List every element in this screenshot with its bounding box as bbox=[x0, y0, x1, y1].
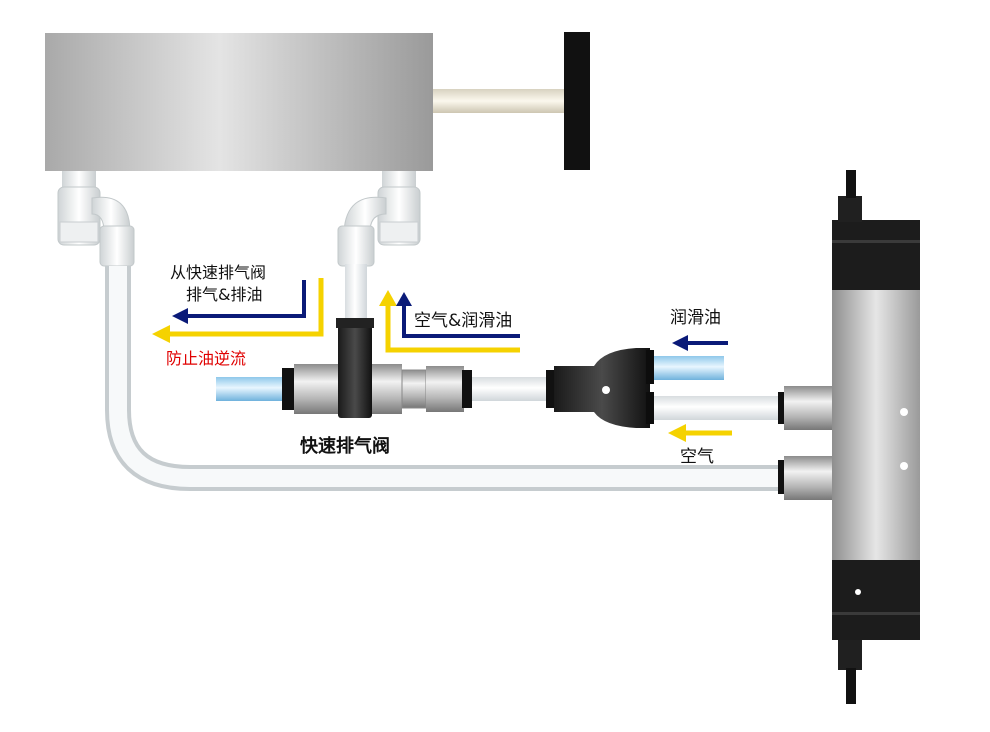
label-backflow: 防止油逆流 bbox=[166, 349, 246, 368]
connecting-tube bbox=[470, 377, 552, 401]
lube-tube bbox=[650, 356, 724, 380]
solenoid-valve bbox=[832, 170, 920, 704]
supply-arrow-navy bbox=[402, 304, 520, 338]
left-elbow-fitting bbox=[57, 171, 135, 267]
label-quick-exhaust-valve: 快速排气阀 bbox=[300, 435, 390, 457]
y-fitting bbox=[546, 348, 654, 428]
piston-rod bbox=[433, 89, 565, 113]
label-exhaust-oil: 排气&排油 bbox=[186, 285, 262, 304]
quick-exhaust-valve bbox=[282, 318, 472, 418]
arrow-icon bbox=[379, 290, 397, 306]
exhaust-outlet-tube bbox=[216, 377, 288, 401]
supply-arrow-yellow bbox=[385, 304, 520, 353]
exhaust-arrow-navy bbox=[186, 280, 306, 318]
exhaust-arrow-yellow bbox=[168, 278, 324, 337]
valve-port-fitting-lower bbox=[778, 456, 832, 500]
cylinder-body bbox=[45, 33, 433, 171]
arrow-icon bbox=[668, 424, 686, 442]
arrow-icon bbox=[396, 292, 412, 306]
label-exhaust-source: 从快速排气阀 bbox=[170, 263, 266, 282]
arrow-icon bbox=[172, 308, 188, 324]
valve-port-fitting-upper bbox=[778, 386, 832, 430]
arrow-icon bbox=[152, 325, 170, 343]
rod-end-plate bbox=[564, 32, 590, 170]
arrow-icon bbox=[672, 335, 688, 351]
label-air: 空气 bbox=[680, 447, 714, 467]
exhaust-tube bbox=[345, 264, 367, 324]
air-tube bbox=[650, 396, 800, 420]
label-air-and-lube: 空气&润滑油 bbox=[414, 311, 512, 331]
right-elbow-fitting bbox=[337, 171, 421, 267]
label-lube: 润滑油 bbox=[670, 308, 721, 328]
